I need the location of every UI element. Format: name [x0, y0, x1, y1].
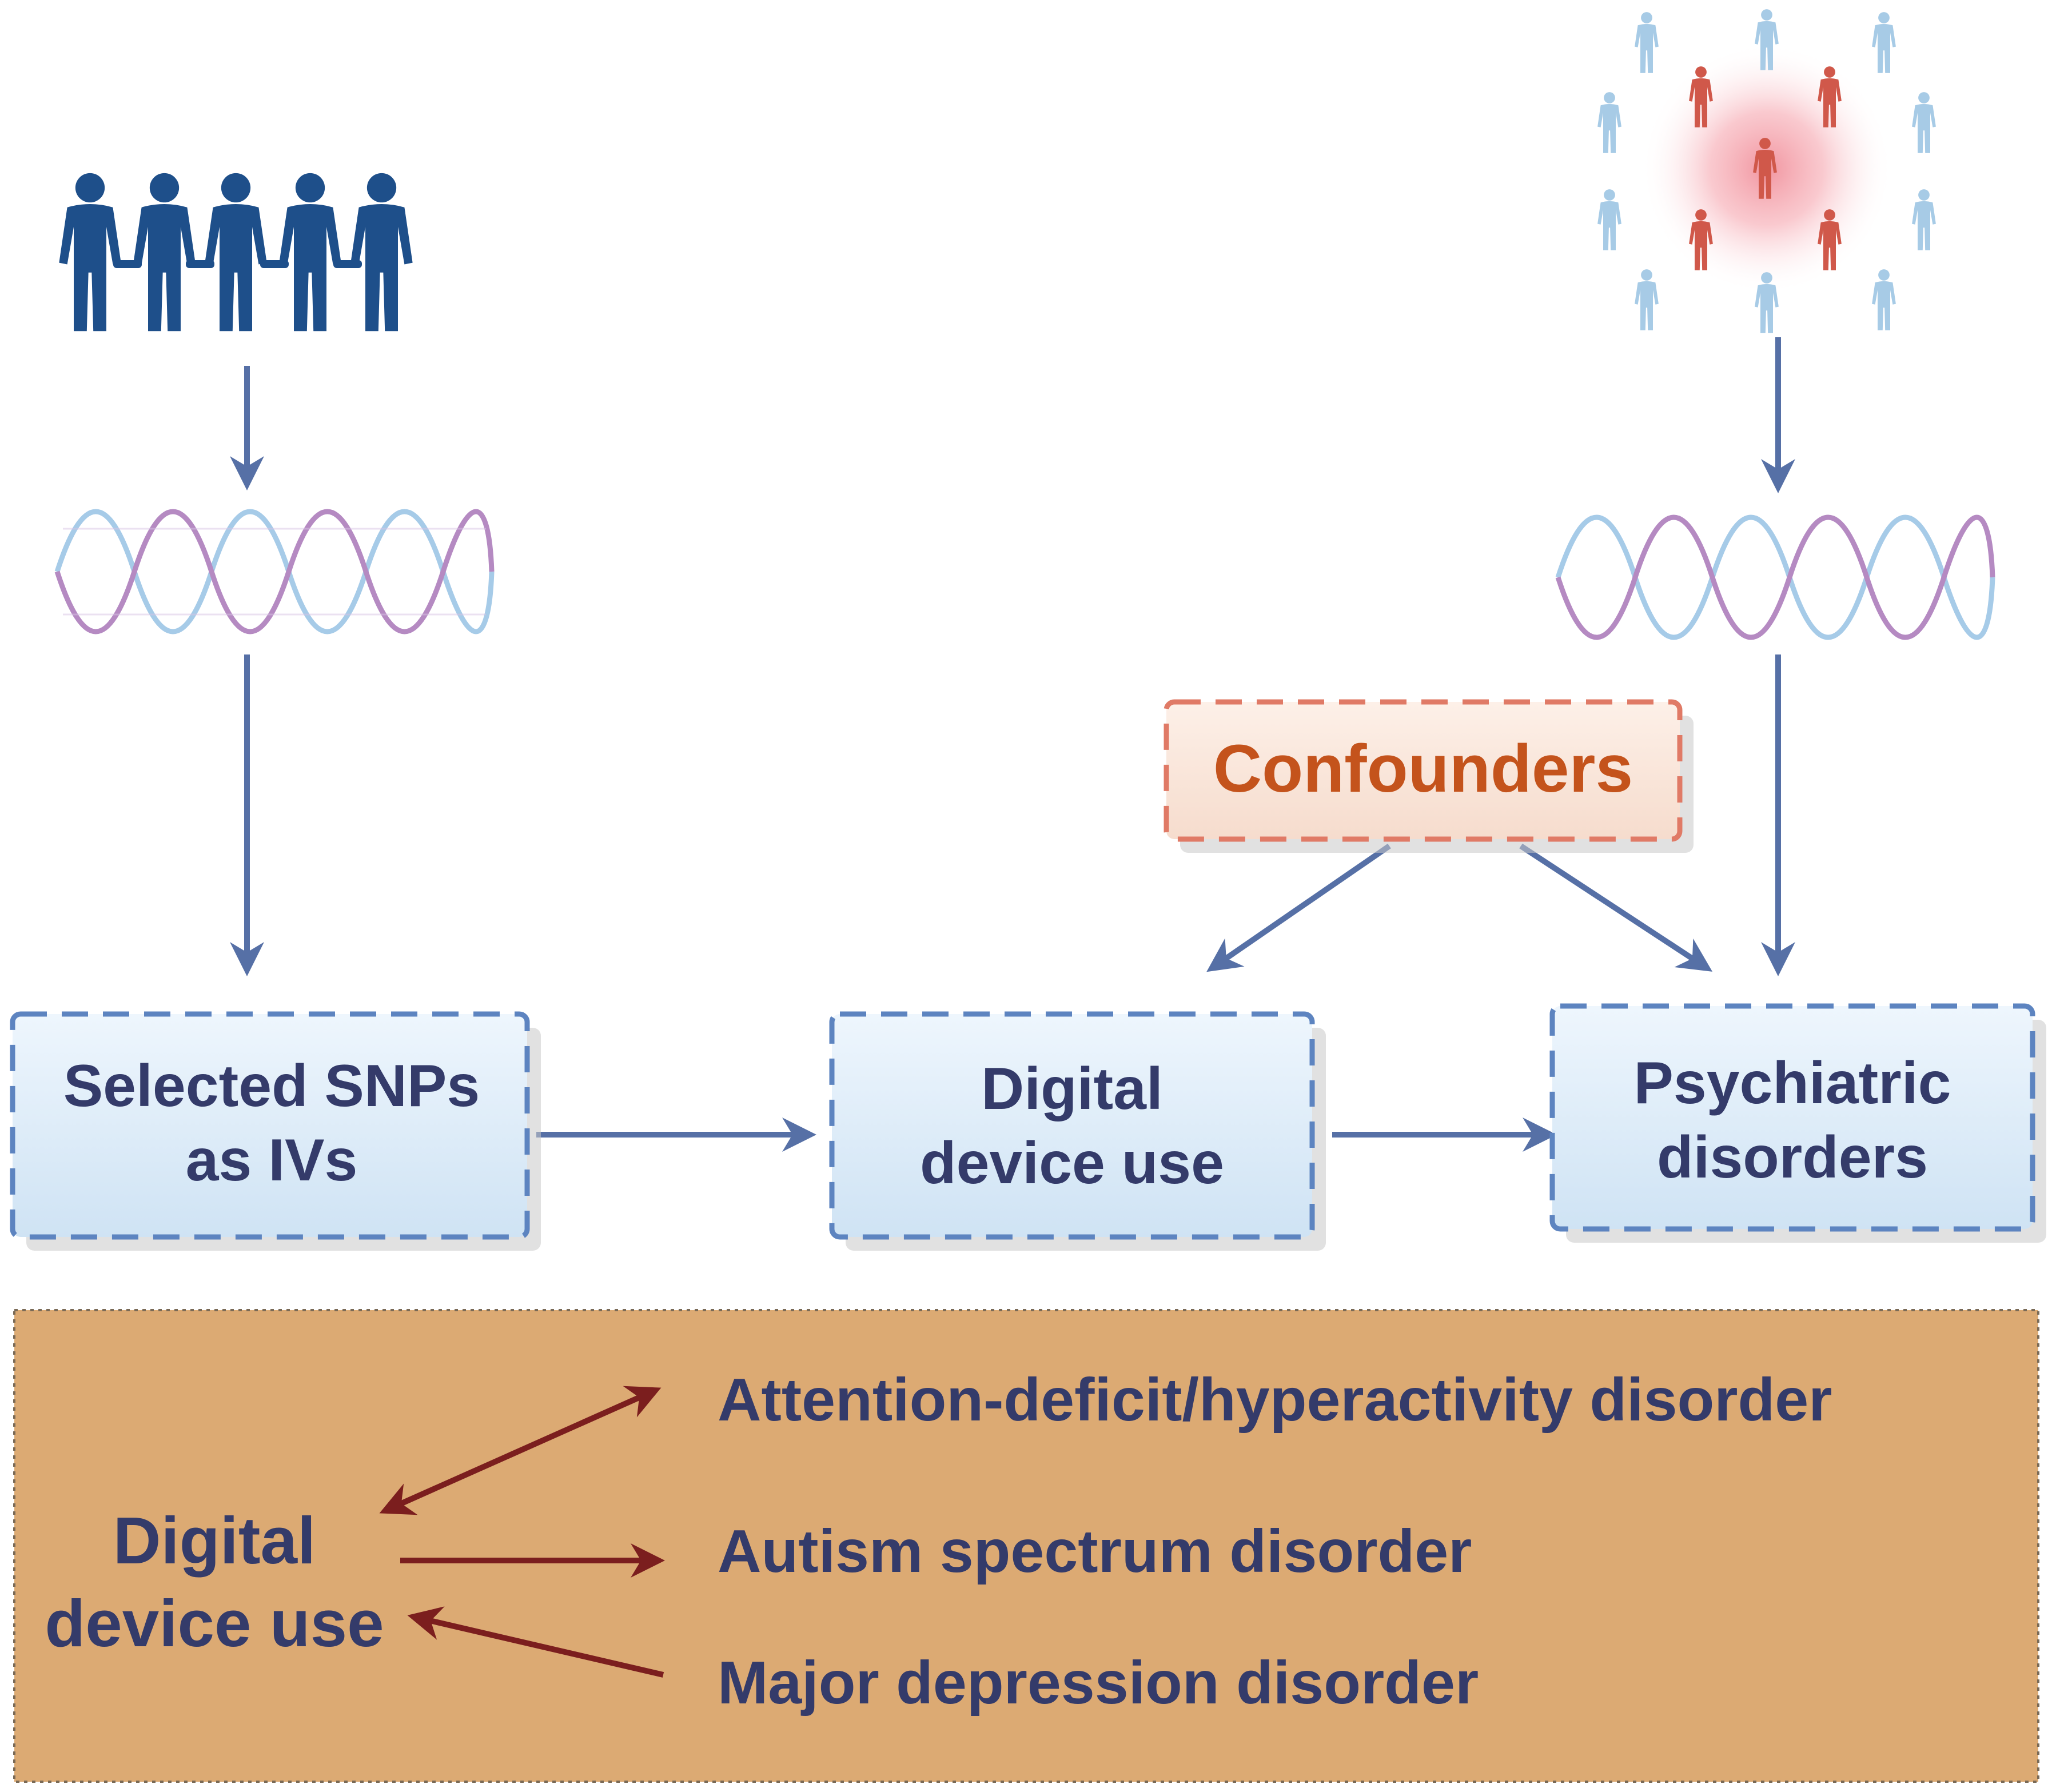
outcome-label-line1: Psychiatric: [1634, 1050, 1951, 1116]
arrow-adhd-bidirectional: [379, 1386, 662, 1515]
dna-helix-icon: [54, 509, 495, 634]
snps-label-line2: as IVs: [186, 1127, 358, 1194]
outcome-adhd-label: Attention-deficit/hyperactivity disorder: [718, 1366, 1832, 1434]
dna-helix-icon: [1555, 514, 1995, 640]
confounders-box: Confounders: [1164, 699, 1694, 853]
result-arrows: [379, 1386, 665, 1678]
exposure-label-line1: Digital: [981, 1056, 1163, 1122]
outcome-mdd-label: Major depression disorder: [718, 1649, 1479, 1717]
snps-label-line1: Selected SNPs: [63, 1053, 480, 1119]
outcome-box: Psychiatric disorders: [1549, 1003, 2046, 1243]
flow-arrows: [230, 337, 1795, 1152]
arrow-confounders-to-exposure: [1206, 843, 1391, 972]
exposure-box: Digital device use: [829, 1011, 1326, 1251]
exposure-label-line2: device use: [920, 1130, 1224, 1196]
outcome-asd-label: Autism spectrum disorder: [718, 1518, 1472, 1585]
confounders-label: Confounders: [1213, 731, 1633, 807]
results-exposure-line1: Digital: [113, 1503, 316, 1578]
results-panel: Digital device use Attention-deficit/hyp…: [13, 1309, 2039, 1783]
disease-population-icon: [1597, 9, 1936, 333]
snps-box: Selected SNPs as IVs: [10, 1011, 541, 1251]
results-exposure-line2: device use: [45, 1586, 384, 1661]
arrow-confounders-to-outcome: [1519, 843, 1713, 972]
arrow-mdd-reverse: [407, 1606, 664, 1678]
population-icon: [59, 173, 413, 332]
outcome-label-line2: disorders: [1657, 1124, 1928, 1191]
